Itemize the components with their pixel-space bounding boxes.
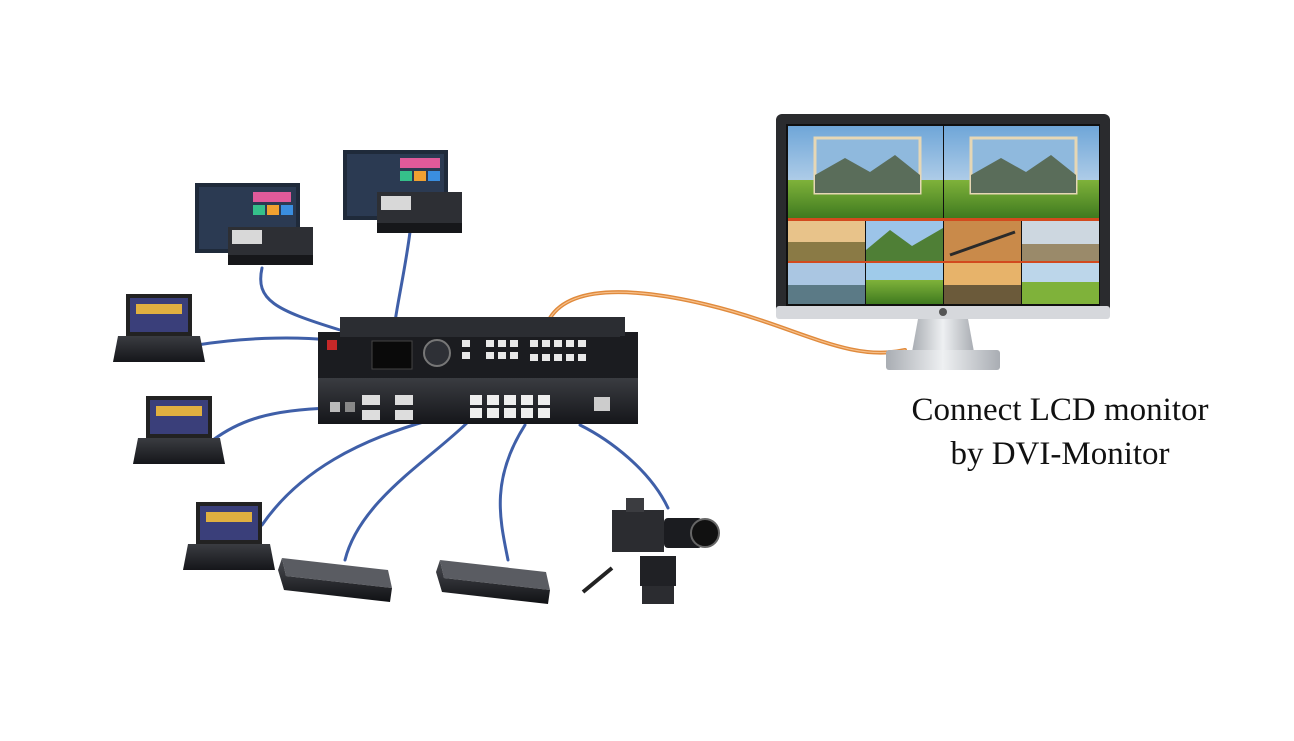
lcd-monitor: [776, 114, 1110, 370]
monitor-logo-icon: [939, 308, 947, 316]
caption: Connect LCD monitor by DVI-Monitor: [860, 388, 1260, 476]
monitor-stand: [912, 319, 974, 352]
cable-laptop-1: [195, 336, 332, 347]
monitor-screen: [788, 126, 1099, 304]
cable-camera: [578, 423, 670, 510]
media-player-1: [278, 558, 392, 602]
power-socket-icon: [594, 397, 610, 411]
caption-line-1: Connect LCD monitor: [911, 392, 1209, 428]
media-player-2: [436, 560, 550, 604]
video-camera: [581, 498, 720, 604]
laptop-3: [183, 502, 275, 570]
cable-console-2: [393, 230, 412, 324]
laptop-1: [113, 294, 205, 362]
rear-ports: [330, 395, 610, 420]
cable-player-2: [498, 423, 527, 562]
video-processor: [318, 317, 638, 424]
caption-line-2: by DVI-Monitor: [950, 436, 1170, 472]
monitor-stand-base: [886, 350, 1000, 370]
power-switch-icon: [327, 340, 337, 350]
cable-laptop-3: [260, 418, 432, 527]
cable-player-1: [343, 418, 472, 562]
control-console-left: [195, 183, 313, 265]
control-console-right: [343, 150, 462, 233]
rotary-knob-icon: [423, 339, 451, 367]
laptop-2: [133, 396, 225, 464]
front-buttons: [462, 340, 586, 361]
cable-console-1: [259, 266, 342, 332]
cable-laptop-2: [211, 406, 332, 442]
lcd-display: [371, 340, 413, 370]
cables: [195, 230, 907, 562]
